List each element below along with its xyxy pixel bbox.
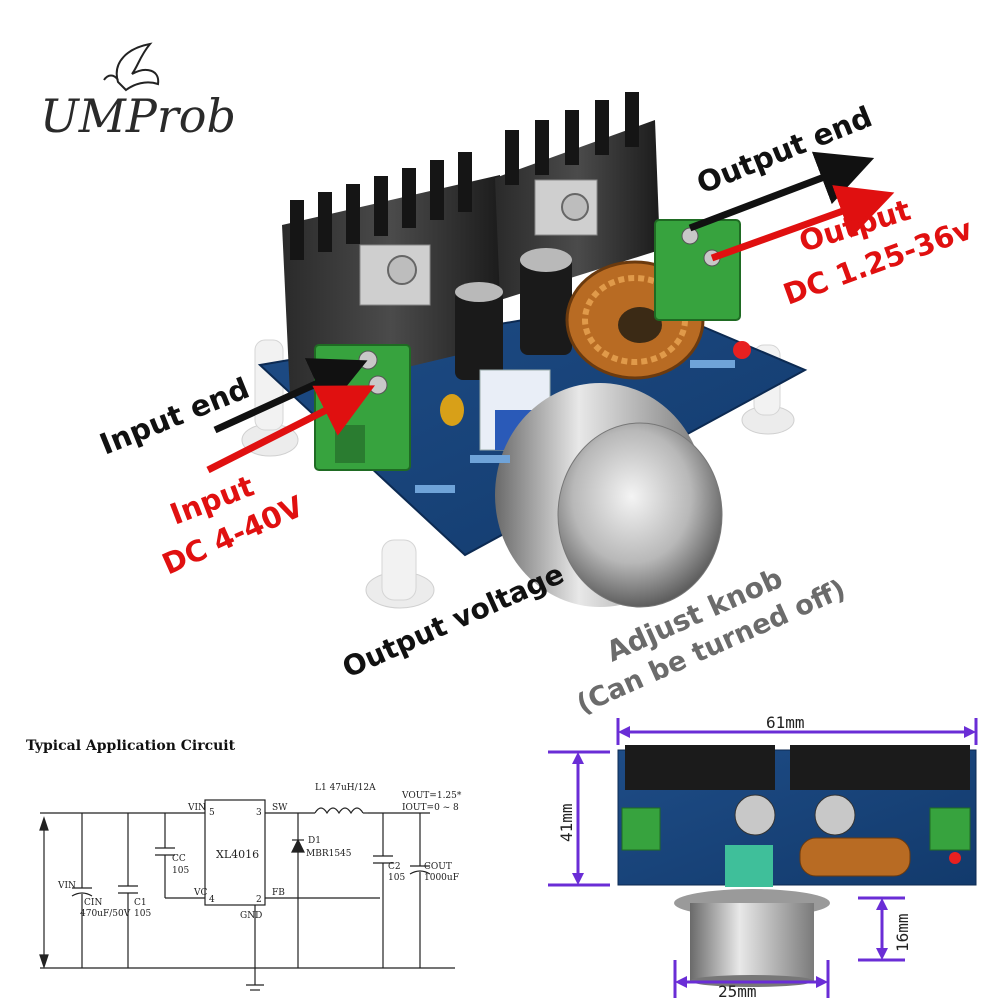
adjust-knob — [495, 383, 723, 608]
brand-name: UMProb — [40, 89, 236, 143]
label-cout-val: 1000uF — [424, 873, 459, 883]
label-c1: C1 — [134, 898, 147, 908]
screw-icon — [561, 193, 589, 221]
dim-knob-width-label: 25mm — [718, 982, 757, 1000]
label-cc-val: 105 — [172, 866, 189, 876]
label-c1-val: 105 — [134, 909, 151, 919]
label-chip: XL4016 — [216, 848, 259, 861]
screw-icon — [387, 255, 417, 285]
output-end-arrow — [688, 151, 875, 232]
label-cc: CC — [172, 854, 186, 864]
label-vin-pin: VIN — [187, 803, 206, 813]
label-pin3: 3 — [256, 808, 262, 818]
label-l1: L1 47uH/12A — [315, 783, 376, 793]
dim-width-label: 61mm — [766, 713, 805, 732]
label-output-end: Output end — [692, 99, 877, 200]
dim-knob-height-label: 16mm — [893, 913, 912, 952]
output-dc-arrow — [710, 185, 895, 262]
label-d1: D1 — [308, 836, 321, 846]
application-circuit: Typical Application Circuit — [26, 738, 462, 991]
label-output-voltage: Output voltage — [337, 557, 568, 684]
label-pin5: 5 — [209, 808, 215, 818]
label-pin2: 2 — [256, 895, 262, 905]
label-vout2: IOUT=0 ~ 8 — [402, 803, 459, 813]
label-sw: SW — [272, 803, 288, 813]
label-gnd: GND — [240, 911, 262, 921]
label-input-end: Input end — [95, 371, 254, 462]
output-terminal — [654, 219, 741, 321]
label-fb: FB — [272, 888, 285, 898]
dim-height-label: 41mm — [557, 803, 576, 842]
label-c2: C2 — [388, 862, 401, 872]
brand-logo: UMProb — [40, 42, 236, 143]
input-end-arrow — [213, 358, 368, 434]
label-d1-val: MBR1545 — [306, 849, 352, 859]
label-cout: COUT — [424, 862, 452, 872]
label-cin: CIN — [84, 898, 102, 908]
input-dc-arrow — [206, 385, 375, 474]
label-vout1: VOUT=1.25* — [401, 791, 462, 801]
label-cin-val: 470uF/50V — [80, 909, 131, 919]
butterfly-icon — [115, 42, 160, 92]
dimension-lines — [548, 718, 978, 998]
label-c2-val: 105 — [388, 873, 405, 883]
label-pin4: 4 — [209, 895, 215, 905]
main-board-illustration — [241, 92, 808, 609]
circuit-title: Typical Application Circuit — [26, 738, 236, 754]
dimension-board-photo — [617, 745, 977, 987]
label-vc: VC — [193, 888, 207, 898]
label-vin: VIN — [57, 881, 76, 891]
